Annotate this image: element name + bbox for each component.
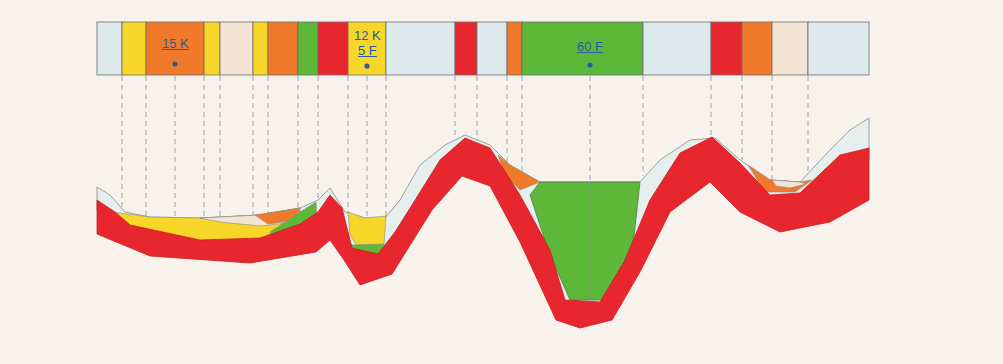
sample-label: 60 F [577,40,603,54]
sample-label: 15 K [162,37,189,51]
sample-label: 5 F [358,44,377,58]
sample-label: 12 K [354,29,381,43]
